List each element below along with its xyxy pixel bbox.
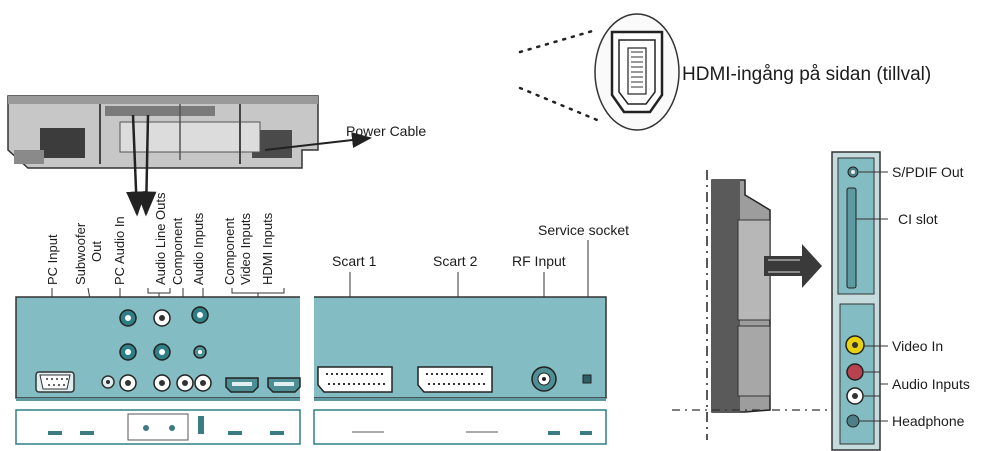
scart-1-port bbox=[317, 366, 393, 393]
label-spdif-out: S/PDIF Out bbox=[892, 164, 964, 180]
label-hdmi-inputs: HDMI Inputs bbox=[260, 212, 275, 285]
label-scart-2: Scart 2 bbox=[433, 253, 478, 269]
down-arrow-icon bbox=[136, 114, 157, 217]
headphone-jack bbox=[846, 414, 860, 428]
hdmi-ports bbox=[225, 377, 301, 393]
label-rf-input: RF Input bbox=[512, 253, 566, 269]
panel-base-strip bbox=[15, 409, 607, 445]
label-scart-1: Scart 1 bbox=[332, 253, 377, 269]
ci-slot bbox=[846, 187, 857, 289]
label-subwoofer-out: Out bbox=[89, 241, 104, 262]
tv-side-profile bbox=[672, 170, 840, 440]
audio-in-right-jack bbox=[846, 363, 864, 381]
pc-input-vga-port bbox=[35, 371, 75, 393]
side-leader-lines bbox=[856, 171, 888, 422]
service-socket-port bbox=[582, 374, 592, 384]
down-arrow-icon bbox=[126, 114, 147, 217]
label-component-video-inputs: Video Inputs bbox=[238, 212, 253, 285]
back-connector-panel bbox=[15, 292, 607, 432]
label-component-audio-inputs: Audio Inputs bbox=[191, 212, 206, 285]
label-audio-inputs: Audio Inputs bbox=[892, 376, 970, 392]
label-video-in: Video In bbox=[892, 338, 943, 354]
hdmi-side-label: HDMI-ingång på sidan (tillval) bbox=[682, 64, 931, 85]
label-component-audio: Component bbox=[170, 217, 185, 285]
power-cable-arrow bbox=[264, 132, 372, 151]
label-subwoofer: Subwoofer bbox=[73, 222, 88, 285]
label-pc-audio-in: PC Audio In bbox=[112, 216, 127, 285]
hdmi-port-icon bbox=[610, 30, 664, 114]
side-connector-panel bbox=[831, 151, 881, 451]
scart-2-port bbox=[417, 366, 493, 393]
label-component-video: Component bbox=[222, 217, 237, 285]
rf-input-port bbox=[531, 366, 557, 392]
label-ci-slot: CI slot bbox=[898, 211, 938, 227]
label-pc-input: PC Input bbox=[45, 234, 60, 285]
rca-jacks bbox=[119, 306, 212, 392]
label-service-socket: Service socket bbox=[538, 222, 629, 238]
hdmi-side-callout bbox=[518, 13, 680, 131]
label-headphone: Headphone bbox=[892, 413, 965, 429]
tv-bottom-illustration bbox=[7, 95, 319, 169]
label-audio-line-outs: Audio Line Outs bbox=[153, 192, 168, 285]
insert-arrow-icon bbox=[764, 244, 822, 288]
power-cable-label: Power Cable bbox=[346, 123, 426, 139]
